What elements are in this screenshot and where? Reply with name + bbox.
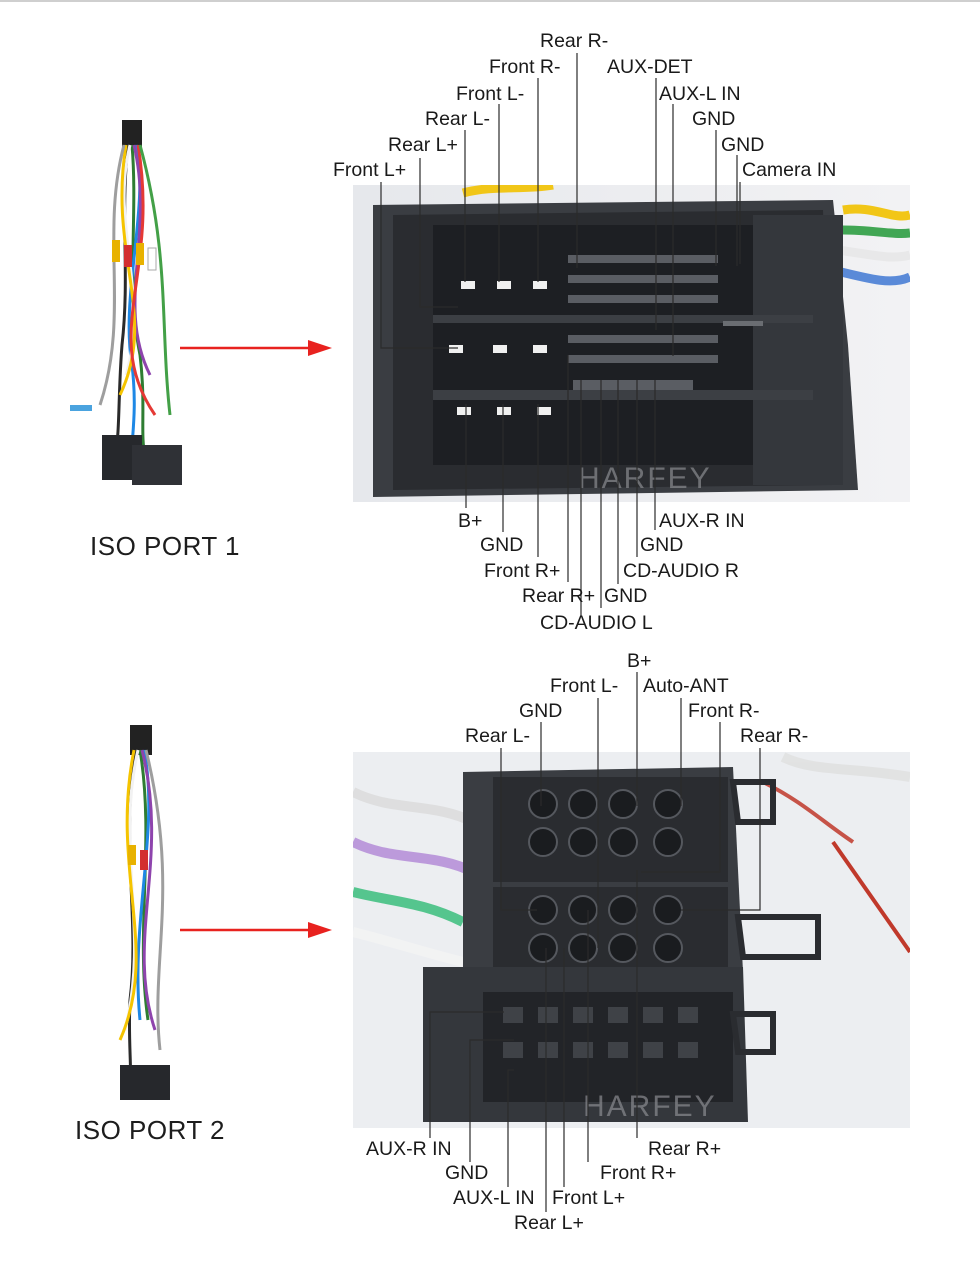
- port-1-photo: HARFEY: [353, 185, 910, 502]
- p1-label-rear-l-plus: Rear L+: [388, 134, 458, 156]
- p2-label-rear-l-plus: Rear L+: [514, 1212, 584, 1234]
- p2-label-front-l-plus: Front L+: [552, 1187, 626, 1209]
- p2-label-rear-r-minus: Rear R-: [740, 725, 809, 747]
- p1-label-gnd-4: GND: [640, 534, 684, 556]
- p1-label-camera-in: Camera IN: [742, 159, 837, 181]
- p2-label-front-l-minus: Front L-: [550, 675, 619, 697]
- p2-label-rear-l-minus: Rear L-: [465, 725, 531, 747]
- p2-label-gnd-top: GND: [519, 700, 563, 722]
- p1-label-aux-l-in: AUX-L IN: [659, 83, 741, 105]
- port-2-photo: HARFEY: [353, 752, 910, 1128]
- p2-label-gnd-bottom: GND: [445, 1162, 489, 1184]
- p2-label-rear-r-plus: Rear R+: [648, 1138, 722, 1160]
- port-1-watermark: HARFEY: [578, 462, 712, 495]
- p1-label-rear-r-minus: Rear R-: [540, 30, 609, 52]
- p1-label-rear-l-minus: Rear L-: [425, 108, 491, 130]
- p1-label-gnd-5: GND: [604, 585, 648, 607]
- p2-label-aux-l-in: AUX-L IN: [453, 1187, 535, 1209]
- p1-label-gnd-3: GND: [480, 534, 524, 556]
- port-2-title: ISO PORT 2: [75, 1115, 225, 1145]
- p1-label-front-l-minus: Front L-: [456, 83, 525, 105]
- harness-thumbnail-1: [70, 120, 182, 485]
- p2-label-front-r-plus: Front R+: [600, 1162, 677, 1184]
- p1-label-aux-r-in: AUX-R IN: [659, 510, 745, 532]
- p1-label-front-l-plus: Front L+: [333, 159, 407, 181]
- p1-label-cd-audio-l: CD-AUDIO L: [540, 612, 653, 634]
- p1-label-front-r-plus: Front R+: [484, 560, 561, 582]
- arrow-icon-1: [180, 340, 332, 356]
- p1-label-aux-det: AUX-DET: [607, 56, 693, 78]
- p1-label-rear-r-plus: Rear R+: [522, 585, 596, 607]
- arrow-icon-2: [180, 922, 332, 938]
- p1-label-cd-audio-r: CD-AUDIO R: [623, 560, 739, 582]
- p2-label-auto-ant: Auto-ANT: [643, 675, 729, 697]
- top-divider: [0, 0, 980, 2]
- p1-label-front-r-minus: Front R-: [489, 56, 561, 78]
- p2-label-front-r-minus: Front R-: [688, 700, 760, 722]
- p1-label-gnd-1: GND: [692, 108, 736, 130]
- p2-label-b-plus: B+: [627, 650, 652, 672]
- p1-label-b-plus: B+: [458, 510, 483, 532]
- p2-label-aux-r-in: AUX-R IN: [366, 1138, 452, 1160]
- harness-thumbnail-2: [118, 725, 170, 1100]
- port-2-watermark: HARFEY: [583, 1090, 717, 1123]
- p1-label-gnd-2: GND: [721, 134, 765, 156]
- port-1-title: ISO PORT 1: [90, 531, 240, 561]
